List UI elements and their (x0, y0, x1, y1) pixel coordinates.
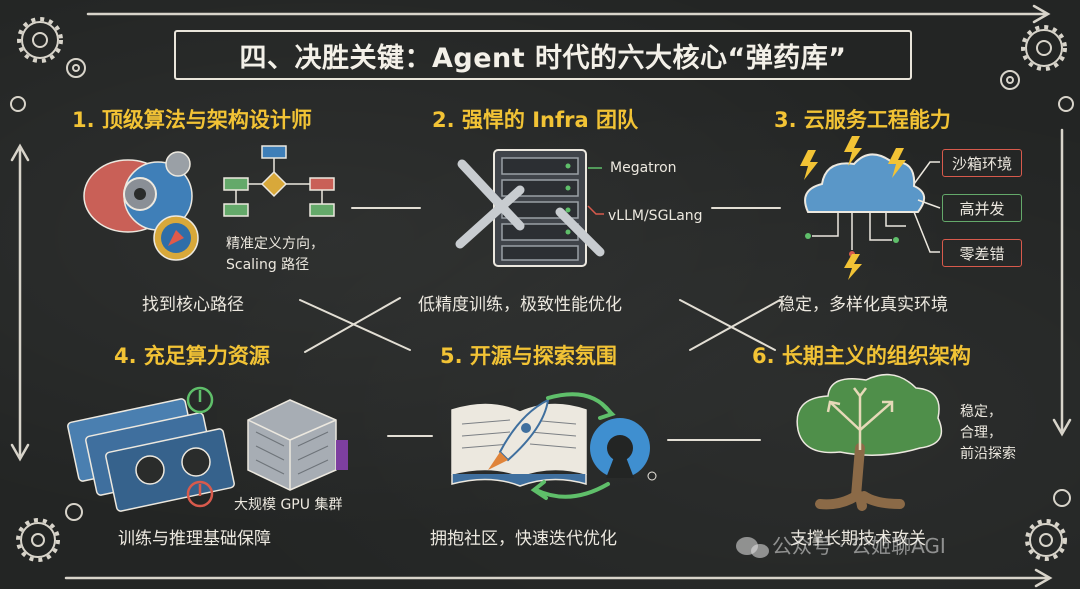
wechat-icon (736, 537, 769, 558)
power-icon (186, 386, 214, 414)
lightning-icon (800, 136, 906, 280)
section-1-title: 1. 顶级算法与架构设计师 (72, 108, 312, 132)
section-3-caption: 稳定，多样化真实环境 (778, 295, 948, 315)
bottom-arrowhead (1034, 568, 1053, 588)
section-6-title: 6. 长期主义的组织架构 (752, 344, 971, 368)
wrench-icon (455, 159, 605, 257)
section-3-title: 3. 云服务工程能力 (774, 108, 951, 132)
watermark: 公众号 · 公姬聊AGI (772, 534, 946, 558)
section-4-caption: 训练与推理基础保障 (118, 529, 271, 549)
section-2-caption: 低精度训练，极致性能优化 (418, 295, 622, 315)
cycle-arrows-icon (530, 392, 616, 500)
section-6-note-line: 合理， (960, 425, 1002, 441)
vllm-sglang-label: vLLM/SGLang (608, 208, 703, 224)
section-5-caption: 拥抱社区，快速迭代优化 (430, 529, 617, 549)
section-1-note: 精准定义方向， Scaling 路径 (226, 234, 356, 276)
section-5-title: 5. 开源与探索氛围 (440, 344, 617, 368)
flowchart-icon (223, 145, 335, 217)
megatron-label: Megatron (610, 160, 677, 176)
section-1-note-line: Scaling 路径 (226, 257, 310, 273)
section-2-title: 2. 强悍的 Infra 团队 (432, 108, 638, 132)
title-banner: 四、决胜关键：Agent 时代的六大核心“弹药库” (174, 30, 912, 80)
gpu-cluster-label: 大规模 GPU 集群 (234, 497, 343, 513)
tree-icon (796, 373, 943, 511)
gear-icon (10, 21, 1074, 558)
cloud-icon (804, 153, 941, 257)
gpu-cluster-icon (247, 399, 348, 491)
brain-gears-icon (83, 151, 193, 233)
rocket-icon (488, 398, 550, 470)
section-1-caption: 找到核心路径 (142, 295, 244, 315)
connector-lines (299, 207, 781, 441)
section-1-note-line: 精准定义方向， (226, 236, 324, 252)
tag-sandbox: 沙箱环境 (942, 149, 1022, 177)
section-6-note-line: 前沿探索 (960, 446, 1016, 462)
section-6-caption: 支撑长期技术攻关 (790, 529, 926, 549)
gpu-cards-icon (67, 398, 235, 512)
compass-icon (153, 215, 199, 261)
page-title: 四、决胜关键：Agent 时代的六大核心“弹药库” (239, 42, 847, 74)
section-4-title: 4. 充足算力资源 (114, 344, 270, 368)
tag-zero-error: 零差错 (942, 239, 1022, 267)
top-arrowhead (1032, 4, 1051, 24)
open-book-icon (451, 403, 587, 487)
tag-high-concurrency: 高并发 (942, 194, 1022, 222)
open-source-logo-icon (590, 418, 657, 481)
section-6-note-line: 稳定， (960, 404, 1002, 420)
section-6-note: 稳定， 合理， 前沿探索 (960, 402, 1050, 465)
